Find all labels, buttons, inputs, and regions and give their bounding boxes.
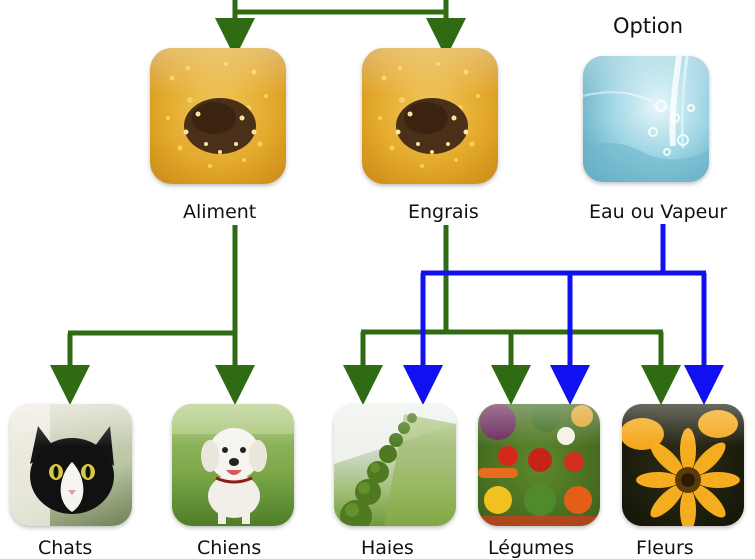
top-feed-connector [215, 0, 466, 58]
eau-label: Eau ou Vapeur [589, 201, 728, 223]
legumes-tile[interactable] [478, 404, 600, 526]
engrais-connector [343, 225, 681, 405]
flower-icon [622, 410, 740, 526]
engrais-tile[interactable] [362, 48, 498, 184]
aliment-tile[interactable] [150, 48, 286, 184]
eau-connector [403, 224, 724, 405]
hedge-icon [334, 404, 456, 526]
chiens-tile[interactable] [172, 404, 294, 526]
eau-tile[interactable] [583, 56, 709, 182]
compost-icon [166, 62, 268, 168]
option-label: Option [613, 14, 684, 38]
chiens-label: Chiens [197, 537, 262, 559]
compost-icon [378, 62, 480, 168]
cat-icon [10, 404, 114, 526]
water-icon [583, 56, 709, 182]
fleurs-label: Fleurs [636, 537, 694, 559]
haies-label: Haies [361, 537, 414, 559]
chats-label: Chats [38, 537, 93, 559]
chats-tile[interactable] [10, 404, 132, 526]
vegetables-icon [478, 404, 600, 526]
engrais-label: Engrais [408, 201, 479, 223]
dog-icon [172, 404, 294, 524]
haies-tile[interactable] [334, 404, 456, 526]
aliment-connector [50, 225, 255, 405]
fleurs-tile[interactable] [622, 404, 744, 526]
legumes-label: Légumes [488, 537, 575, 559]
aliment-label: Aliment [183, 201, 257, 223]
